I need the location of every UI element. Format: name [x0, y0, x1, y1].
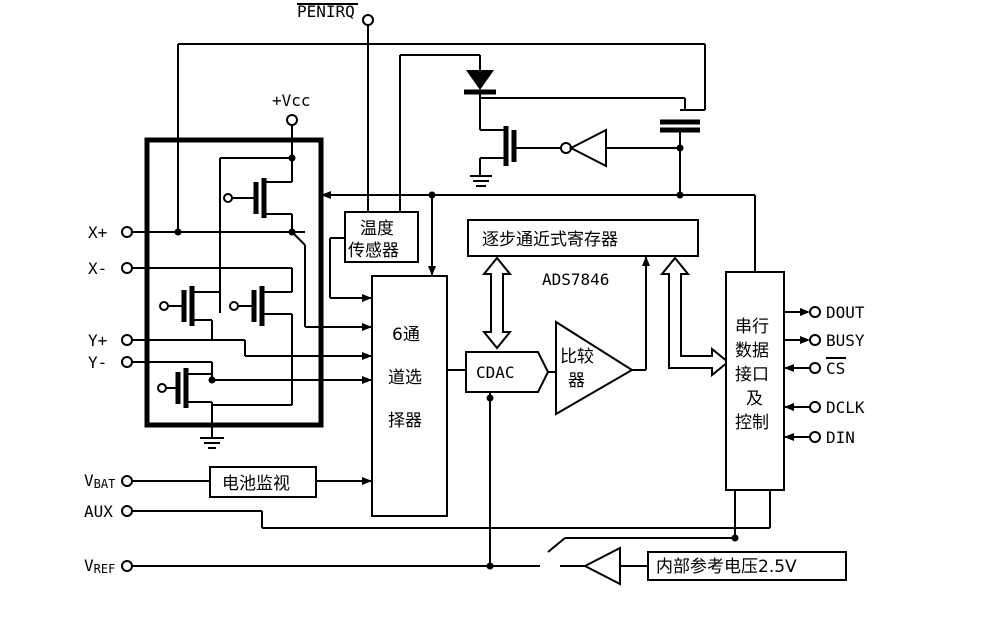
x-plus-pin: [121, 226, 133, 238]
six-channel-mux-block: [371, 275, 448, 517]
aux-pin: [121, 505, 133, 517]
switch-matrix-frame: [144, 137, 324, 428]
vbat-label-sub: BAT: [94, 477, 116, 491]
mux-line3: 择器: [388, 411, 422, 431]
temp-sensor-line1: 温度: [360, 219, 394, 239]
dclk-label: DCLK: [826, 398, 865, 417]
serial-interface-block: [725, 271, 785, 491]
serial-line1: 串行: [735, 317, 769, 337]
comparator-block: [555, 320, 634, 416]
sar-register-block: [467, 219, 699, 257]
chip-name-label: ADS7846: [542, 270, 609, 289]
vbat-label: VBAT: [84, 471, 115, 491]
comparator-line2: 器: [568, 371, 585, 391]
din-pin: [809, 431, 821, 443]
vref-label-sub: REF: [94, 562, 116, 576]
temperature-sensor-block: [344, 211, 419, 263]
switch-transistor-1: [223, 158, 293, 232]
serial-line2: 数据: [735, 341, 769, 361]
vref-label: VREF: [84, 556, 115, 576]
vcc-label: +Vcc: [272, 91, 311, 110]
serial-line5: 控制: [735, 413, 769, 433]
cdac-bus-arrow: [481, 256, 513, 350]
penirq-label: PENIRQ: [297, 2, 355, 21]
serial-line4: 及: [746, 389, 763, 409]
switch-transistor-4: [157, 368, 213, 426]
vref-label-main: V: [84, 556, 94, 575]
x-plus-label: X+: [88, 223, 107, 242]
reference-switch: [547, 537, 566, 553]
vref-pin: [121, 560, 133, 572]
diode: [464, 70, 496, 95]
vbat-label-main: V: [84, 471, 94, 490]
switch-transistor-3: [229, 286, 293, 405]
cs-pin: [809, 362, 821, 374]
battery-monitor-label: 电池监视: [222, 474, 290, 494]
mux-line1: 6通: [392, 325, 420, 345]
ground-symbol: [200, 426, 224, 449]
inverter-buffer: [560, 128, 680, 168]
dclk-pin: [809, 401, 821, 413]
y-minus-pin: [121, 356, 133, 368]
din-label: DIN: [826, 428, 855, 447]
vcc-pin: [286, 114, 298, 126]
serial-bus-arrow: [659, 256, 730, 378]
x-minus-pin: [121, 262, 133, 274]
busy-pin: [809, 334, 821, 346]
mux-line2: 道选: [388, 368, 422, 388]
serial-line3: 接口: [735, 365, 769, 385]
pulldown-transistor: [470, 126, 560, 187]
aux-label: AUX: [84, 502, 113, 521]
internal-reference-block: [647, 551, 847, 581]
cs-label: CS: [826, 359, 845, 378]
y-plus-label: Y+: [88, 331, 107, 350]
reference-label: 内部参考电压2.5V: [656, 557, 797, 577]
x-minus-label: X-: [88, 259, 107, 278]
dout-label: DOUT: [826, 303, 865, 322]
comparator-line1: 比较: [560, 347, 594, 367]
switch-transistor-2: [159, 286, 220, 340]
y-plus-pin: [121, 334, 133, 346]
reference-buffer: [582, 546, 621, 586]
vbat-pin: [121, 475, 133, 487]
cdac-label: CDAC: [476, 363, 515, 382]
y-minus-label: Y-: [88, 353, 107, 372]
cdac-block: [465, 351, 550, 393]
temp-sensor-line2: 传感器: [348, 241, 399, 261]
sar-register-label: 逐步通近式寄存器: [482, 230, 618, 250]
busy-label: BUSY: [826, 331, 865, 350]
dout-pin: [809, 306, 821, 318]
penirq-pin: [362, 14, 374, 26]
